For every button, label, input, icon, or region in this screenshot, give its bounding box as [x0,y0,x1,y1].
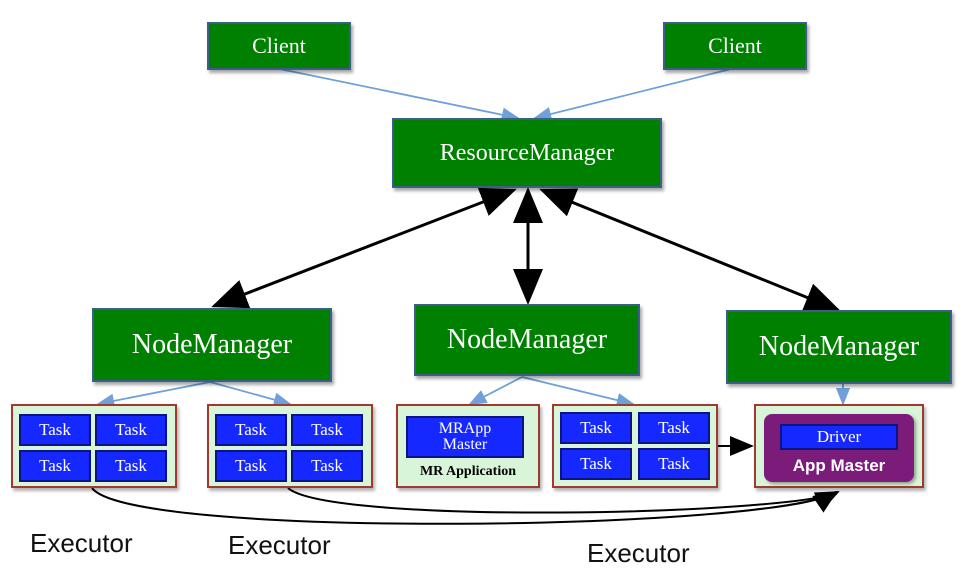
rm-nm1-arrow [211,187,517,309]
mr-application-container: MRApp Master MR Application [396,404,540,488]
task-box: Task [19,450,91,482]
task-box: Task [560,412,632,444]
executor-container: Task Task Task Task [207,404,373,488]
rm-nm3-arrow [539,188,841,312]
client-box: Client [207,22,351,70]
app-master-title: App Master [792,456,886,475]
mr-app-master-box: MRApp Master [406,416,524,458]
task-box: Task [95,414,167,446]
task-box: Task [638,412,710,444]
client1-rm-arrow [274,67,520,122]
nm2-c4-arrow [521,376,635,408]
task-box: Task [560,448,632,480]
executor-label: Executor [30,528,133,558]
nm2-c3-arrow [468,376,523,405]
app-master-container: Driver App Master [754,404,924,488]
mr-app-master-line2: Master [442,436,488,453]
task-box: Task [291,414,363,446]
mr-app-master-line1: MRApp [438,420,492,437]
nm1-c2-arrow [209,381,292,407]
task-box: Task [95,450,167,482]
node-manager-box: NodeManager [92,308,332,382]
task-box: Task [215,414,287,446]
executor-label: Executor [587,538,690,568]
executor-container: Task Task Task Task [11,404,177,488]
executor-label: Executor [228,530,331,560]
task-box: Task [215,450,287,482]
task-box: Task [19,414,91,446]
executor-container: Task Task Task Task [552,404,718,488]
node-manager-box: NodeManager [726,310,952,384]
c2-appmaster-curve [287,487,840,514]
task-box: Task [638,448,710,480]
node-manager-box: NodeManager [414,304,640,376]
client-box: Client [663,22,807,70]
client2-rm-arrow [533,67,736,122]
driver-box: Driver [780,424,898,450]
app-master-box: Driver App Master [764,414,914,482]
resource-manager-box: ResourceManager [392,118,662,188]
mr-application-caption: MR Application [419,464,517,479]
task-box: Task [291,450,363,482]
c1-appmaster-curve [91,487,838,525]
nm1-c1-arrow [96,381,211,408]
